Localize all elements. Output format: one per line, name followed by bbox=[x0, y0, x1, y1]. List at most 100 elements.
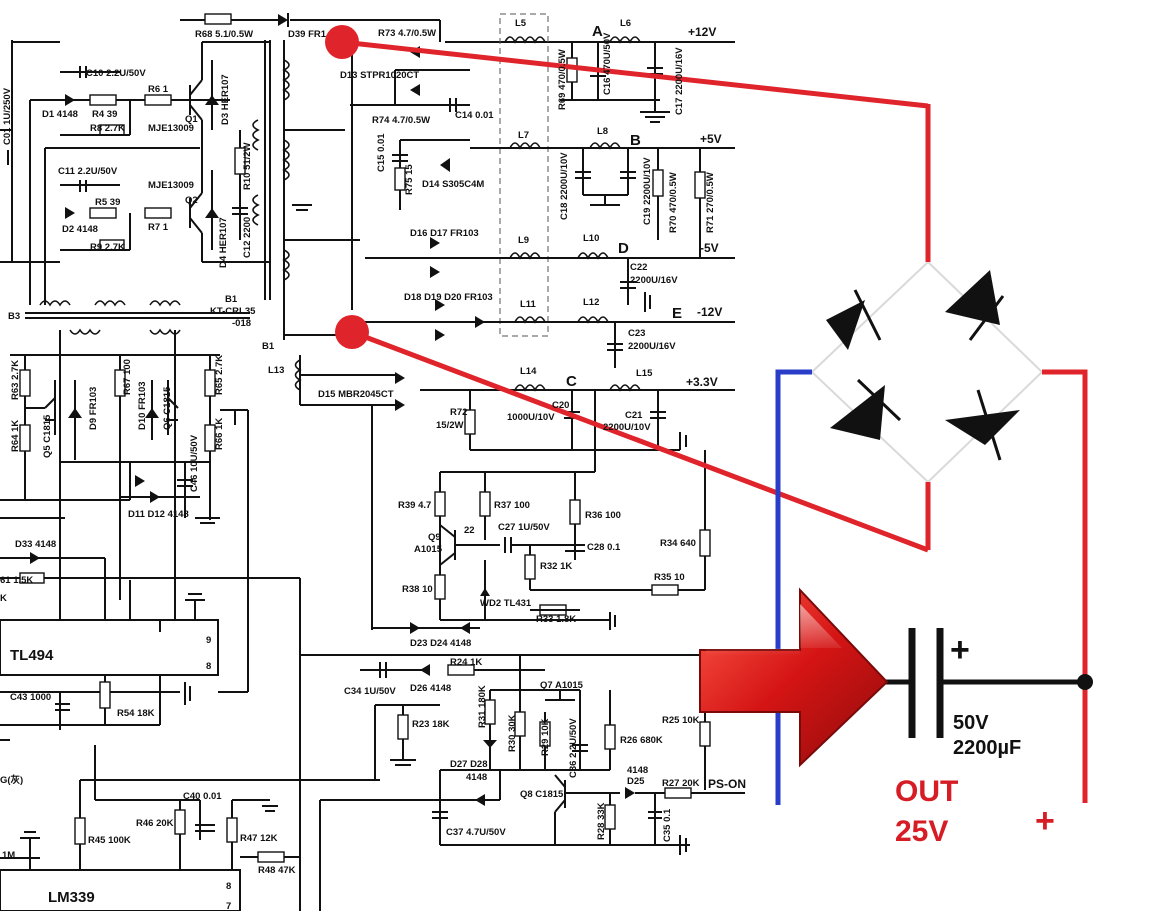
rail-labels: +12V +5V -5V -12V +3.3V PS-ON bbox=[686, 25, 746, 791]
red-tap-point-lower bbox=[335, 315, 369, 349]
label-r32: R32 1K bbox=[540, 561, 572, 572]
label-r33: R33 1.8K bbox=[536, 614, 576, 625]
label-c20v: 1000U/10V bbox=[507, 412, 555, 423]
label-c34: C34 1U/50V bbox=[344, 686, 396, 697]
label-d27v: 4148 bbox=[466, 772, 487, 783]
label-d2: D2 4148 bbox=[62, 224, 98, 235]
label-d25n: D25 bbox=[627, 776, 645, 787]
chip-labels: TL494 LM339 bbox=[10, 647, 95, 906]
node-labels: A B C D E bbox=[566, 23, 682, 390]
label-pin8: 8 bbox=[206, 661, 211, 672]
label-c37: C37 4.7U/50V bbox=[446, 827, 506, 838]
label-g: G(灰) bbox=[0, 774, 23, 786]
red-arrow-icon bbox=[699, 587, 889, 768]
label-c15: C15 0.01 bbox=[376, 133, 387, 172]
label-r24: R24 1K bbox=[450, 657, 482, 668]
label-d39: D39 FR1 bbox=[288, 29, 327, 40]
label-pin9: 9 bbox=[206, 635, 211, 646]
label-r25: R25 10K bbox=[662, 715, 700, 726]
label-mje2: MJE13009 bbox=[148, 180, 194, 191]
component-labels: R68 5.1/0.5W D39 FR1 R73 4.7/0.5W D13 ST… bbox=[0, 18, 716, 912]
label-c16: C16 470U/50V bbox=[602, 32, 613, 95]
label-d26: D26 4148 bbox=[410, 683, 451, 694]
bridge-diode-top-left bbox=[826, 289, 882, 350]
capacitor-capacitance: 2200µF bbox=[953, 737, 1021, 759]
label-r28: R28 33K bbox=[596, 802, 607, 840]
label-r23: R23 18K bbox=[412, 719, 450, 730]
label-r61: 61 1.5K bbox=[0, 575, 33, 586]
red-wire-positive bbox=[1042, 369, 1088, 803]
node-e: E bbox=[672, 305, 682, 322]
label-c18: C18 2200U/10V bbox=[559, 152, 570, 220]
label-l7: L7 bbox=[518, 130, 529, 141]
label-l5: L5 bbox=[515, 18, 527, 29]
label-d15: D15 MBR2045CT bbox=[318, 389, 394, 400]
label-r26: R26 680K bbox=[620, 735, 663, 746]
label-r63: R63 2.7K bbox=[10, 360, 21, 400]
rail-p5: +5V bbox=[700, 132, 722, 146]
label-c20: C20 bbox=[552, 400, 569, 411]
label-c43: C43 1000 bbox=[10, 692, 51, 703]
node-d: D bbox=[618, 240, 629, 257]
label-q8: Q8 C1815 bbox=[520, 789, 564, 800]
label-q5: Q5 C1815 bbox=[42, 414, 53, 458]
label-r54: R54 18K bbox=[117, 708, 155, 719]
output-label-line2: 25V bbox=[895, 815, 948, 848]
label-r68: R68 5.1/0.5W bbox=[195, 29, 253, 40]
label-c46: C46 10U/50V bbox=[189, 434, 200, 492]
label-r1m: 1M bbox=[2, 850, 15, 861]
rail-p33: +3.3V bbox=[686, 375, 718, 389]
label-c14: C14 0.01 bbox=[455, 110, 494, 121]
label-r66: R66 1K bbox=[214, 418, 225, 450]
label-mje1: MJE13009 bbox=[148, 123, 194, 134]
label-r71: R71 270/0.5W bbox=[705, 172, 716, 233]
output-label-line1: OUT bbox=[895, 775, 958, 808]
red-wire-upper bbox=[341, 39, 929, 109]
label-r47: R47 12K bbox=[240, 833, 278, 844]
label-c12: C12 2200 bbox=[242, 217, 253, 258]
label-c19: C19 2200U/10V bbox=[642, 157, 653, 225]
label-c21: C21 bbox=[625, 410, 643, 421]
chip-tl494: TL494 bbox=[10, 647, 54, 664]
rail-m5: -5V bbox=[700, 241, 719, 255]
label-d10: D10 FR103 bbox=[137, 381, 148, 430]
label-r75: R75 15 bbox=[404, 164, 415, 195]
label-b1b: B1 bbox=[262, 341, 275, 352]
label-c17: C17 2200U/16V bbox=[674, 47, 685, 115]
label-c36: C36 2.2U/50V bbox=[568, 718, 579, 778]
label-r7: R7 1 bbox=[148, 222, 169, 233]
node-a: A bbox=[592, 23, 603, 40]
secondary-section bbox=[180, 13, 735, 630]
label-q9: Q9 bbox=[428, 532, 441, 543]
label-ktn: -018 bbox=[232, 318, 251, 329]
label-c21v: 2200U/10V bbox=[603, 422, 651, 433]
bridge-rectifier bbox=[810, 260, 1044, 484]
label-d18: D18 D19 D20 FR103 bbox=[404, 292, 493, 303]
label-r74: R74 4.7/0.5W bbox=[372, 115, 430, 126]
label-c23v: 2200U/16V bbox=[628, 341, 676, 352]
label-c27: C27 1U/50V bbox=[498, 522, 550, 533]
label-c28: C28 0.1 bbox=[587, 542, 621, 553]
label-q1: Q1 bbox=[185, 114, 198, 125]
label-r5: R5 39 bbox=[95, 197, 120, 208]
red-tap-point-upper bbox=[325, 25, 359, 59]
label-r45: R45 100K bbox=[88, 835, 131, 846]
label-r70: R70 470/0.5W bbox=[668, 172, 679, 233]
label-r29: R29 10K bbox=[540, 718, 551, 756]
label-r4: R4 39 bbox=[92, 109, 117, 120]
label-r22: 22 bbox=[464, 525, 475, 536]
label-d3: D3 HER107 bbox=[220, 74, 231, 125]
label-r48: R48 47K bbox=[258, 865, 296, 876]
label-d4: D4 HER107 bbox=[218, 217, 229, 268]
label-l9: L9 bbox=[518, 235, 529, 246]
control-section bbox=[0, 330, 380, 912]
red-wire-lower bbox=[351, 329, 929, 553]
label-d23: D23 D24 4148 bbox=[410, 638, 471, 649]
label-r65: R65 2.7K bbox=[214, 355, 225, 395]
label-l11: L11 bbox=[520, 299, 537, 310]
capacitor-plus-sign: + bbox=[950, 631, 970, 669]
label-wd2: WD2 TL431 bbox=[480, 598, 532, 609]
label-r39: R39 4.7 bbox=[398, 500, 431, 511]
label-r73: R73 4.7/0.5W bbox=[378, 28, 436, 39]
